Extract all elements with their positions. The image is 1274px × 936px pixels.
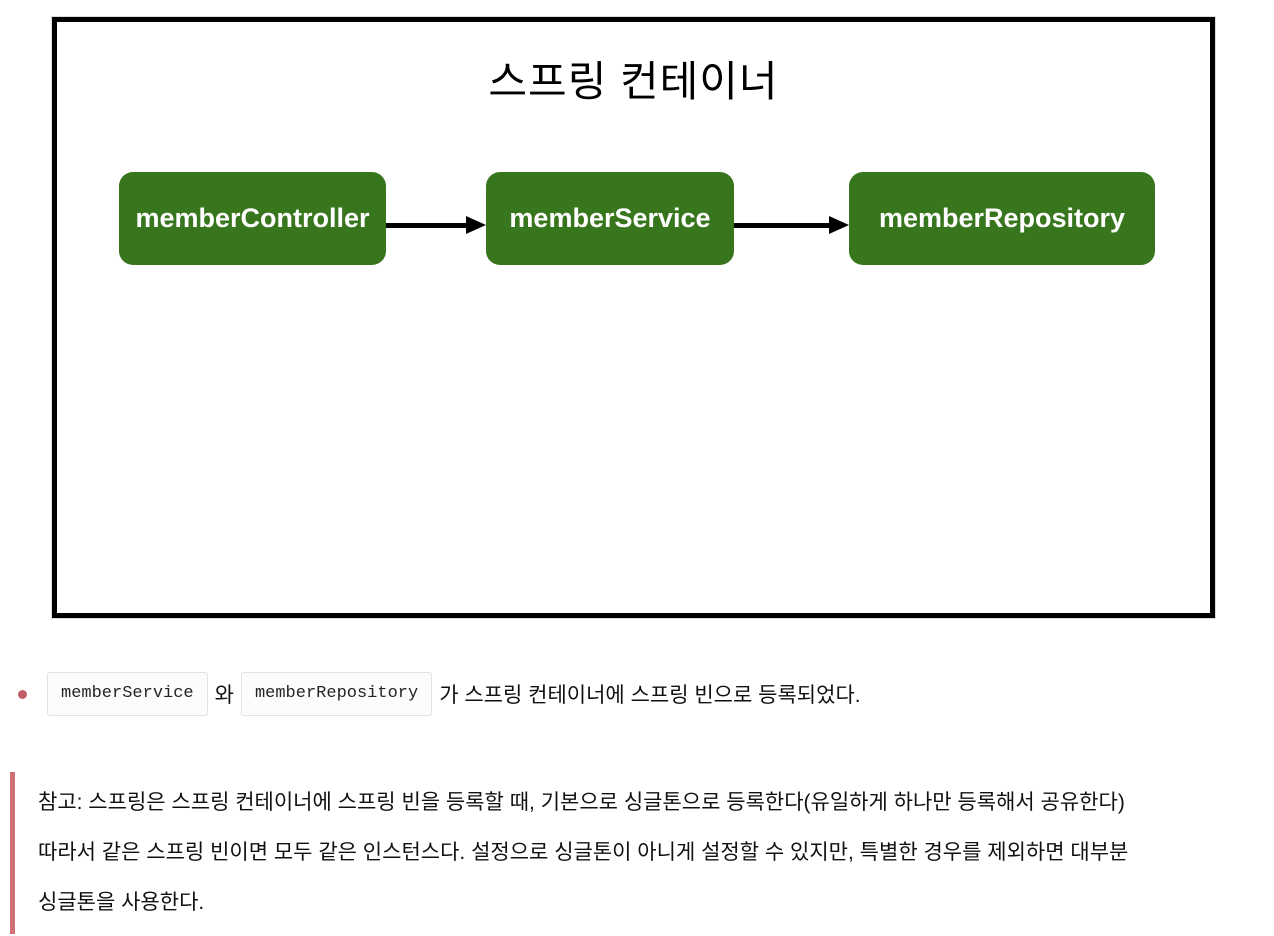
list-item-text: memberService 와 memberRepository 가 스프링 컨… — [47, 672, 868, 717]
connector-text: 와 — [214, 684, 234, 708]
trailing-text: 가 스프링 컨테이너에 스프링 빈으로 등록되었다. — [439, 684, 861, 708]
note-text: 참고: 스프링은 스프링 컨테이너에 스프링 빈을 등록할 때, 기본으로 싱글… — [38, 791, 1129, 914]
bullet-marker — [18, 689, 27, 699]
inline-code-member-service: memberService — [47, 672, 208, 717]
spring-container-diagram[interactable]: 스프링 컨테이너 memberController memberService … — [51, 16, 1216, 619]
node-member-repository: memberRepository — [849, 172, 1155, 265]
node-member-service: memberService — [486, 172, 734, 265]
node-member-controller: memberController — [119, 172, 386, 265]
arrow-right-icon — [386, 216, 486, 234]
list-item: memberService 와 memberRepository 가 스프링 컨… — [18, 672, 868, 717]
arrow-right-icon — [734, 216, 849, 234]
note-blockquote: 참고: 스프링은 스프링 컨테이너에 스프링 빈을 등록할 때, 기본으로 싱글… — [10, 772, 1170, 934]
diagram-title: 스프링 컨테이너 — [488, 58, 779, 105]
inline-code-member-repository: memberRepository — [240, 672, 433, 717]
